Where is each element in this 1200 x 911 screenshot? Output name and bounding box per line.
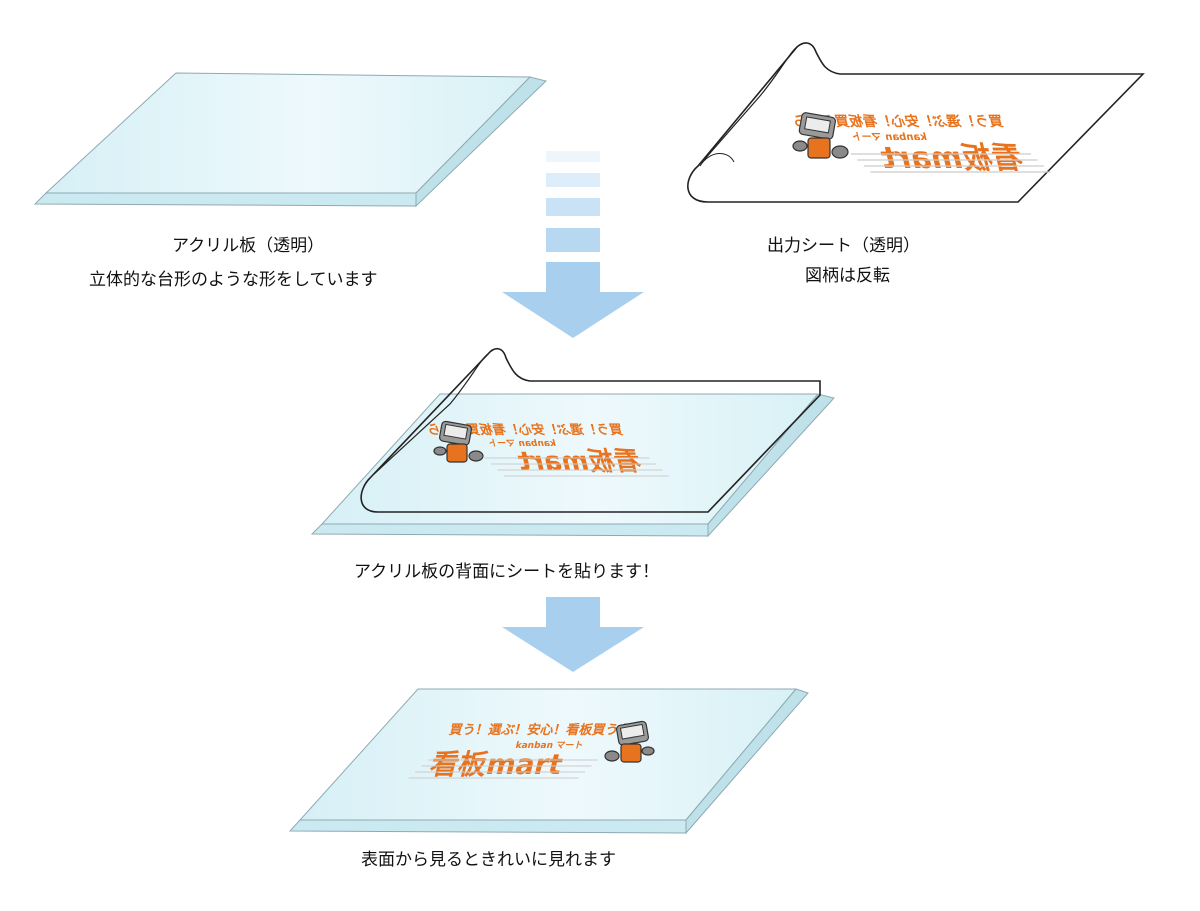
logo-reading: kanban マート — [487, 438, 557, 449]
logo-bottom: 買う！選ぶ！安心！看板買うなら kanban マート 看板mart — [408, 720, 655, 781]
arrow-down-2 — [502, 597, 644, 672]
acrylic-front-view — [288, 688, 809, 835]
logo-name: 看板mart — [877, 141, 1026, 175]
logo-reading: kanban マート — [850, 131, 928, 143]
logo-reading: kanban マート — [514, 740, 584, 751]
acrylic-plate — [33, 72, 547, 208]
step-result-caption: 表面から見るときれいに見れます — [361, 850, 616, 870]
logo-name: 看板mart — [427, 748, 566, 780]
mirrored-logo-middle: 買う！選ぶ！安心！看板買うなら kanban マート 看板mart — [425, 420, 670, 477]
step-attach-caption: アクリル板の背面にシートを貼ります！ — [354, 562, 660, 582]
sheet-description: 図柄は反転 — [805, 266, 890, 286]
mirrored-logo-top: 買う！選ぶ！安心！看板買うなら kanban マート 看板mart — [791, 112, 1051, 176]
mascot-icon — [792, 112, 849, 159]
logo-tagline: 買う！選ぶ！安心！看板買うなら — [791, 112, 1005, 130]
acrylic-with-sheet — [310, 348, 835, 538]
logo-name: 看板mart — [514, 446, 644, 477]
mascot-icon — [604, 720, 655, 763]
acrylic-description: 立体的な台形のような形をしています — [89, 270, 378, 290]
mascot-icon — [433, 420, 484, 463]
logo-tagline: 買う！選ぶ！安心！看板買うなら — [425, 421, 624, 438]
acrylic-title: アクリル板（透明） — [172, 236, 325, 256]
output-sheet — [687, 42, 1145, 203]
arrow-down-1 — [502, 151, 644, 338]
logo-tagline: 買う！選ぶ！安心！看板買うなら — [448, 721, 647, 738]
sheet-title: 出力シート（透明） — [767, 236, 920, 256]
